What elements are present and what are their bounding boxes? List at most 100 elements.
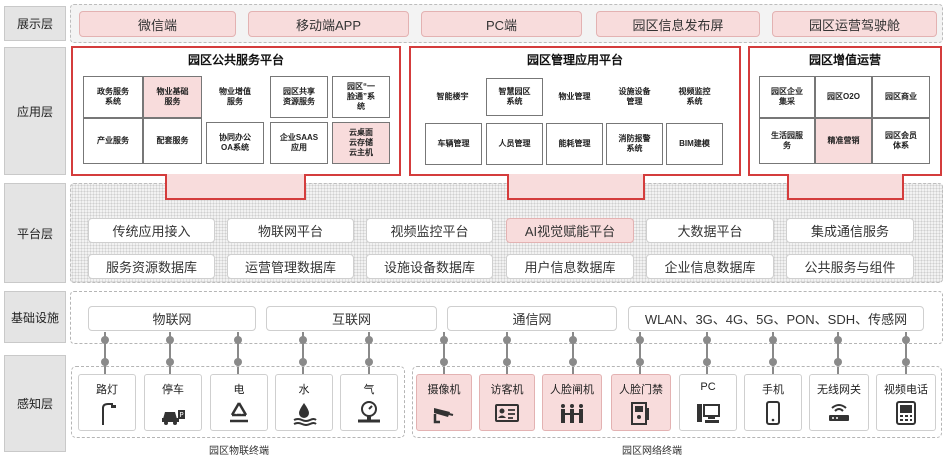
connector-dot — [166, 336, 174, 344]
device-face-door[interactable]: 人脸门禁 — [611, 374, 671, 431]
device-visitor[interactable]: 访客机 — [479, 374, 535, 431]
device-electric[interactable]: 电 — [210, 374, 268, 431]
cell-membership[interactable]: 园区会员 体系 — [872, 118, 930, 164]
cell-fire-alarm[interactable]: 消防报警 系统 — [606, 123, 663, 165]
connector-line — [639, 332, 641, 374]
cell-shared-resources[interactable]: 园区共享 资源服务 — [270, 76, 328, 118]
cell-supporting-service[interactable]: 配套服务 — [143, 118, 202, 164]
cell-precision-marketing[interactable]: 精准营销 — [815, 118, 872, 164]
connector-dot — [703, 358, 711, 366]
platform-ai-vision[interactable]: AI视觉赋能平台 — [506, 218, 634, 243]
connector-dot — [834, 358, 842, 366]
platform-iot[interactable]: 物联网平台 — [227, 218, 354, 243]
cell-gov-service[interactable]: 政务服务 系统 — [83, 76, 143, 118]
cell-personnel-management[interactable]: 人员管理 — [486, 123, 543, 165]
cell-cloud-desktop[interactable]: 云桌面 云存储 云主机 — [332, 122, 390, 164]
layer-label-infrastructure: 基础设施 — [4, 291, 66, 343]
cell-oa-system[interactable]: 协同办公 OA系统 — [206, 122, 264, 164]
layer-label-application: 应用层 — [4, 47, 66, 175]
recycle-electric-icon — [230, 402, 248, 423]
connector-dot — [902, 336, 910, 344]
svg-text:P: P — [179, 411, 183, 419]
cell-energy-management[interactable]: 能耗管理 — [546, 123, 603, 165]
cell-commerce[interactable]: 园区商业 — [872, 76, 930, 118]
connector-dot — [440, 358, 448, 366]
street-lamp-icon — [102, 403, 116, 425]
device-phone[interactable]: 手机 — [744, 374, 802, 431]
layer-label-display: 展示层 — [4, 6, 66, 41]
connector-dot — [636, 336, 644, 344]
device-phone-label: 手机 — [762, 384, 784, 396]
connector-dot — [166, 358, 174, 366]
device-camera-label: 摄像机 — [427, 384, 461, 396]
camera-icon — [433, 408, 454, 424]
connector-line — [104, 332, 106, 374]
network-internet[interactable]: 互联网 — [266, 306, 437, 331]
platform-communication[interactable]: 集成通信服务 — [786, 218, 914, 243]
cell-property-management[interactable]: 物业管理 — [546, 78, 603, 116]
device-wireless-gateway[interactable]: 无线网关 — [809, 374, 869, 431]
device-parking[interactable]: 停车 P — [144, 374, 202, 431]
platform-video[interactable]: 视频监控平台 — [366, 218, 493, 243]
cell-life-service[interactable]: 生活园服 务 — [759, 118, 815, 164]
display-wechat[interactable]: 微信端 — [79, 11, 236, 37]
display-pc[interactable]: PC端 — [421, 11, 582, 37]
connector-dot — [234, 336, 242, 344]
connector-dot — [365, 336, 373, 344]
cell-group-purchase[interactable]: 园区企业 集采 — [759, 76, 815, 118]
visitor-card-icon — [495, 404, 519, 422]
management-tab — [507, 174, 645, 200]
cell-property-value[interactable]: 物业增值 服务 — [206, 76, 264, 118]
cell-face-pass[interactable]: 园区“一 脸通”系 统 — [332, 76, 390, 118]
connector-dot — [636, 358, 644, 366]
water-drop-icon — [293, 403, 317, 426]
device-gas[interactable]: 气 — [340, 374, 398, 431]
connector-line — [905, 332, 907, 374]
db-users[interactable]: 用户信息数据库 — [506, 254, 634, 279]
display-info-screen[interactable]: 园区信息发布屏 — [596, 11, 760, 37]
video-phone-icon — [896, 401, 916, 425]
db-service-resources[interactable]: 服务资源数据库 — [88, 254, 215, 279]
platform-legacy-access[interactable]: 传统应用接入 — [88, 218, 215, 243]
device-face-gate[interactable]: 人脸闸机 — [542, 374, 602, 431]
cell-property-basic[interactable]: 物业基础 服务 — [143, 76, 202, 118]
cell-video-surveillance[interactable]: 视频监控 系统 — [666, 78, 723, 116]
cell-smart-park-system[interactable]: 智慧园区 系统 — [486, 78, 543, 116]
cell-vehicle-management[interactable]: 车辆管理 — [425, 123, 482, 165]
display-cockpit[interactable]: 园区运营驾驶舱 — [772, 11, 937, 37]
connector-dot — [440, 336, 448, 344]
db-public-components[interactable]: 公共服务与组件 — [786, 254, 914, 279]
device-street-lamp[interactable]: 路灯 — [78, 374, 136, 431]
cell-facility-management[interactable]: 设施设备 管理 — [606, 78, 663, 116]
device-water[interactable]: 水 — [275, 374, 333, 431]
connector-dot — [902, 358, 910, 366]
device-pc[interactable]: PC — [679, 374, 737, 431]
device-street-lamp-label: 路灯 — [96, 384, 118, 396]
device-video-phone[interactable]: 视频电话 — [876, 374, 936, 431]
display-mobile-app[interactable]: 移动端APP — [248, 11, 409, 37]
connector-line — [772, 332, 774, 374]
network-telecom[interactable]: 通信网 — [447, 306, 617, 331]
connector-line — [506, 332, 508, 374]
public-service-tab — [165, 174, 306, 200]
connector-dot — [299, 336, 307, 344]
cell-saas-apps[interactable]: 企业SAAS 应用 — [270, 122, 328, 164]
connector-line — [169, 332, 171, 374]
db-enterprises[interactable]: 企业信息数据库 — [646, 254, 774, 279]
network-iot[interactable]: 物联网 — [88, 306, 256, 331]
cell-o2o[interactable]: 园区O2O — [815, 76, 872, 118]
value-added-title: 园区增值运营 — [808, 53, 881, 67]
network-access-technologies[interactable]: WLAN、3G、4G、5G、PON、SDH、传感网 — [628, 306, 924, 331]
caption-network-terminals: 园区网络终端 — [622, 446, 682, 457]
cell-bim-modeling[interactable]: BIM建模 — [666, 123, 723, 165]
device-parking-label: 停车 — [162, 384, 184, 396]
db-facilities[interactable]: 设施设备数据库 — [366, 254, 493, 279]
platform-big-data[interactable]: 大数据平台 — [646, 218, 774, 243]
device-camera[interactable]: 摄像机 — [416, 374, 472, 431]
connector-line — [572, 332, 574, 374]
cell-smart-building[interactable]: 智能楼宇 — [424, 78, 481, 116]
face-gate-icon — [561, 404, 583, 423]
db-operations[interactable]: 运营管理数据库 — [227, 254, 354, 279]
device-face-gate-label: 人脸闸机 — [550, 384, 594, 396]
cell-industry-service[interactable]: 产业服务 — [83, 118, 143, 164]
